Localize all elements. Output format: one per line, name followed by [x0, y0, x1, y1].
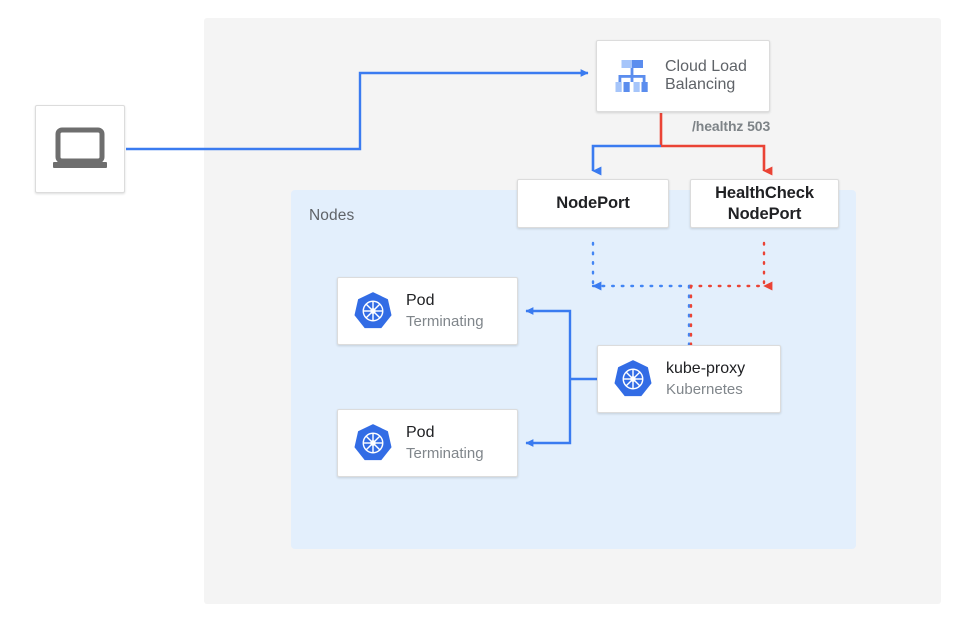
kubernetes-icon	[352, 422, 394, 464]
edge-kube-proxy-to-pod2	[525, 379, 572, 447]
nodeport-label: NodePort	[556, 194, 630, 213]
kubernetes-icon	[612, 358, 654, 400]
pod-title-2: Pod	[406, 424, 435, 442]
pod-node-2: Pod Terminating	[337, 409, 518, 477]
kube-proxy-node: kube-proxy Kubernetes	[597, 345, 781, 413]
kube-proxy-subtitle: Kubernetes	[666, 380, 743, 398]
nodeport-node: NodePort	[517, 179, 669, 228]
nodes-panel-label: Nodes	[309, 207, 355, 224]
edge-load-balancer-to-healthcheck-nodeport	[661, 144, 773, 176]
healthcheck-nodeport-node: HealthCheck NodePort	[690, 179, 839, 228]
edge-kube-proxy-to-pod1	[525, 307, 572, 379]
cloud-load-balancing-label: Cloud Load Balancing	[665, 58, 747, 93]
edge-client-to-load-balancer	[126, 69, 589, 151]
healthz-edge-label: /healthz 503	[692, 118, 771, 134]
edge-load-balancer-to-nodeport	[591, 144, 661, 176]
pod-subtitle-2: Terminating	[406, 444, 484, 462]
pod-subtitle-1: Terminating	[406, 312, 484, 330]
cloud-load-balancing-icon	[611, 55, 653, 97]
pod-node-1: Pod Terminating	[337, 277, 518, 345]
cloud-load-balancing-node: Cloud Load Balancing	[596, 40, 770, 112]
kube-proxy-title: kube-proxy	[666, 360, 746, 378]
kubernetes-icon	[352, 290, 394, 332]
healthcheck-nodeport-label-line1: HealthCheck	[715, 184, 814, 203]
healthcheck-nodeport-label-line2: NodePort	[727, 204, 802, 223]
client-node	[35, 105, 125, 193]
laptop-icon	[52, 127, 108, 171]
pod-title-1: Pod	[406, 292, 435, 310]
